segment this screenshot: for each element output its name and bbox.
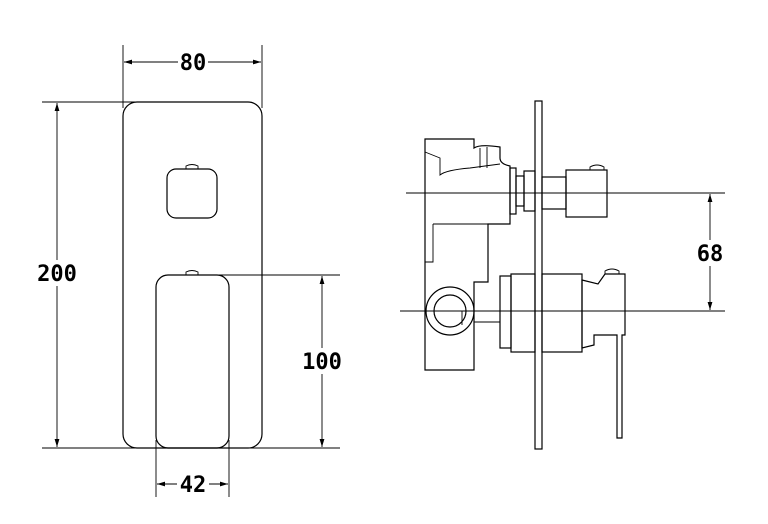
diverter-knob-tab bbox=[185, 164, 199, 169]
dimension-label-height: 200 bbox=[37, 262, 77, 287]
dimension-width: 80 bbox=[122, 45, 263, 108]
dimension-label-width: 80 bbox=[180, 51, 207, 76]
mixer-lever-side bbox=[581, 273, 626, 439]
mixer-lever bbox=[155, 274, 230, 449]
valve-body bbox=[424, 138, 511, 371]
diverter-knob bbox=[166, 168, 218, 219]
dimension-centre-distance: 68 bbox=[655, 192, 726, 312]
diverter-knob-side bbox=[565, 169, 608, 218]
mixer-lever-tab bbox=[185, 270, 199, 275]
wall-plate-side bbox=[534, 100, 543, 450]
dimension-label-lever-height: 100 bbox=[302, 350, 342, 375]
outlet-port bbox=[425, 286, 475, 336]
dimension-lever-width: 42 bbox=[155, 440, 230, 498]
dimension-label-lever-width: 42 bbox=[180, 473, 207, 498]
dimension-lever-height: 100 bbox=[200, 274, 344, 449]
dimension-height: 200 bbox=[36, 101, 140, 449]
dimension-label-centre-distance: 68 bbox=[697, 242, 724, 267]
side-view bbox=[400, 100, 658, 450]
